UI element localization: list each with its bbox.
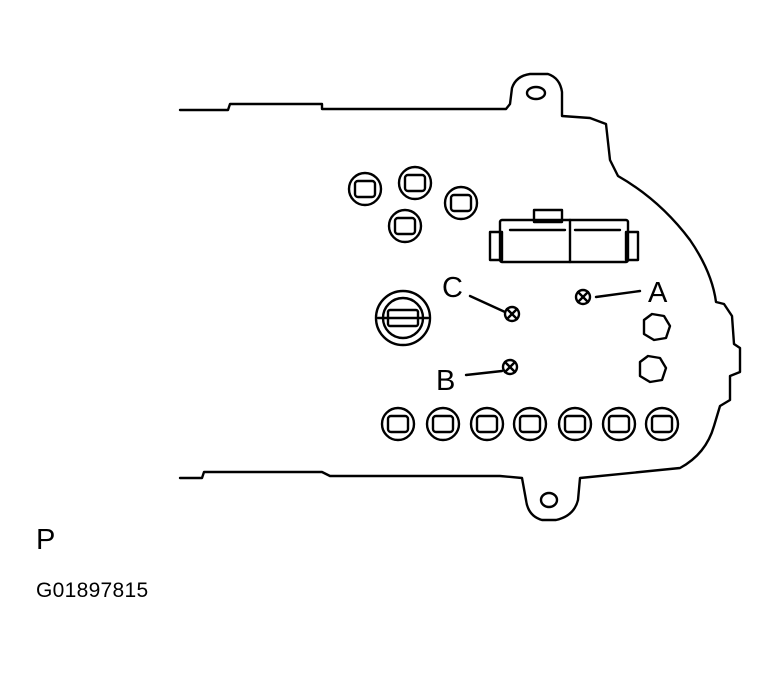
bulb-socket bbox=[425, 406, 461, 442]
terminal-c bbox=[503, 305, 521, 323]
terminal-b bbox=[501, 358, 519, 376]
bulb-socket bbox=[601, 406, 637, 442]
right-socket-upper bbox=[642, 312, 672, 342]
bulb-socket bbox=[397, 165, 433, 201]
callout-c: C bbox=[442, 272, 463, 304]
leader-a bbox=[594, 289, 642, 299]
top-mount-hole bbox=[525, 85, 547, 101]
bulb-socket bbox=[443, 185, 479, 221]
upper-bulb-sockets bbox=[347, 165, 479, 244]
housing-outline bbox=[178, 72, 742, 522]
figure-code: G01897815 bbox=[36, 579, 149, 602]
bulb-socket bbox=[387, 208, 423, 244]
bulb-socket bbox=[380, 406, 416, 442]
leader-c bbox=[468, 294, 507, 314]
bulb-socket bbox=[557, 406, 593, 442]
bottom-mount-hole bbox=[539, 491, 559, 509]
view-letter: P bbox=[36, 524, 56, 556]
electrical-connector bbox=[488, 208, 640, 264]
leader-b bbox=[464, 369, 504, 377]
right-socket-lower bbox=[638, 354, 668, 384]
lower-bulb-sockets bbox=[380, 406, 680, 442]
bulb-socket bbox=[644, 406, 680, 442]
bulb-socket bbox=[512, 406, 548, 442]
bulb-socket bbox=[469, 406, 505, 442]
bulb-socket bbox=[347, 171, 383, 207]
callout-b: B bbox=[436, 365, 455, 397]
large-bulb-socket bbox=[374, 289, 432, 347]
terminal-a bbox=[574, 288, 592, 306]
callout-a: A bbox=[648, 277, 668, 309]
